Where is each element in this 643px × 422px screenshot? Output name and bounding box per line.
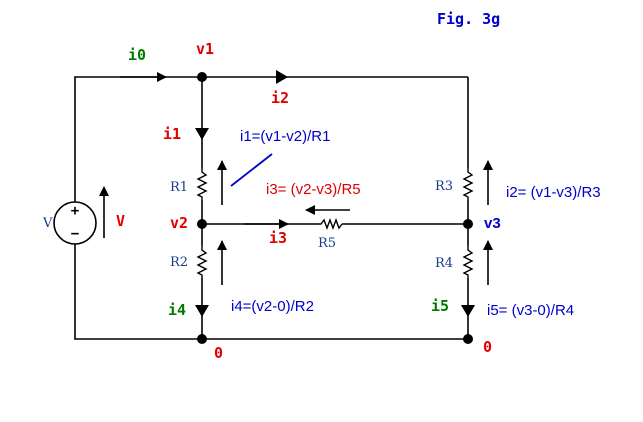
source-plus-sign: + [71,203,79,219]
equation-i5: i5= (v3-0)/R4 [487,302,574,319]
source-name-label: V [42,216,53,231]
node-ground-left-dot [197,334,207,344]
equation-i4: i4=(v2-0)/R2 [231,298,314,315]
nodes [197,72,473,344]
figure-caption: Fig. 3g [437,10,500,28]
voltage-source-circle [53,201,97,245]
current-label-i5: i5 [431,297,449,315]
node-label-v2: v2 [170,214,188,232]
resistor-label-r4: R4 [435,256,453,271]
node-ground-right-dot [463,334,473,344]
equation-i2: i2= (v1-v3)/R3 [506,184,601,201]
resistor-r3-symbol [462,168,474,200]
current-label-i3: i3 [269,229,287,247]
resistor-r2-symbol [196,246,208,278]
resistor-label-r3: R3 [435,179,453,194]
current-label-i1: i1 [163,125,181,143]
node-v1-dot [197,72,207,82]
equation-i3: i3= (v2-v3)/R5 [266,181,361,198]
i5-triangle-icon [461,305,475,317]
resistors [196,168,474,278]
source-voltage-label: V [116,212,125,230]
wire-left-bottom [74,244,202,340]
resistor-r4-symbol [462,246,474,278]
node-label-v1: v1 [196,40,214,58]
i1-equation-pointer [230,153,273,187]
i2-triangle-icon [276,70,288,84]
source-minus-sign: − [71,226,79,242]
node-label-ground-left: 0 [214,344,223,362]
node-label-v3: v3 [484,215,501,232]
resistor-label-r5: R5 [318,236,336,251]
current-direction-triangles [120,70,475,317]
current-label-i0: i0 [128,46,146,64]
i4-triangle-icon [195,305,209,317]
resistor-label-r2: R2 [170,255,188,270]
current-label-i4: i4 [168,301,186,319]
current-label-i2: i2 [271,89,289,107]
voltage-arrows [99,160,493,285]
node-v3-dot [463,219,473,229]
equation-i1: i1=(v1-v2)/R1 [240,128,330,145]
resistor-label-r1: R1 [170,180,188,195]
node-label-ground-right: 0 [483,338,492,356]
resistor-r5-symbol [318,218,343,230]
voltage-source: + − V [42,201,97,245]
node-v2-dot [197,219,207,229]
i1-triangle-icon [195,128,209,140]
resistor-r1-symbol [196,168,208,200]
